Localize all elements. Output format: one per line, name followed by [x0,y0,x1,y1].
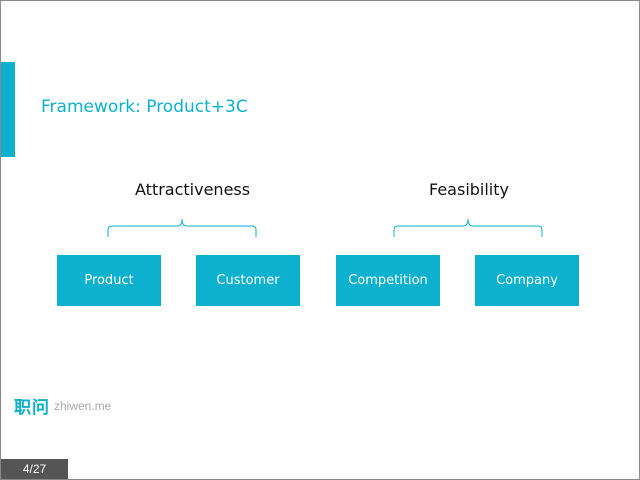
group-label-feasibility: Feasibility [429,180,509,199]
left-brace-icon [107,218,257,237]
box-product: Product [57,255,161,306]
logo-text: zhiwen.me [54,398,112,413]
page-counter: 4/27 [1,459,68,479]
logo: 职问 zhiwen.me [14,393,111,418]
slide-title: Framework: Product+3C [41,97,248,117]
box-company: Company [475,255,579,306]
accent-bar [1,62,15,157]
group-label-attractiveness: Attractiveness [135,180,251,199]
logo-mark: 职问 [14,398,50,418]
box-competition: Competition [336,255,440,306]
box-customer: Customer [196,255,300,306]
right-brace-icon [393,218,543,237]
